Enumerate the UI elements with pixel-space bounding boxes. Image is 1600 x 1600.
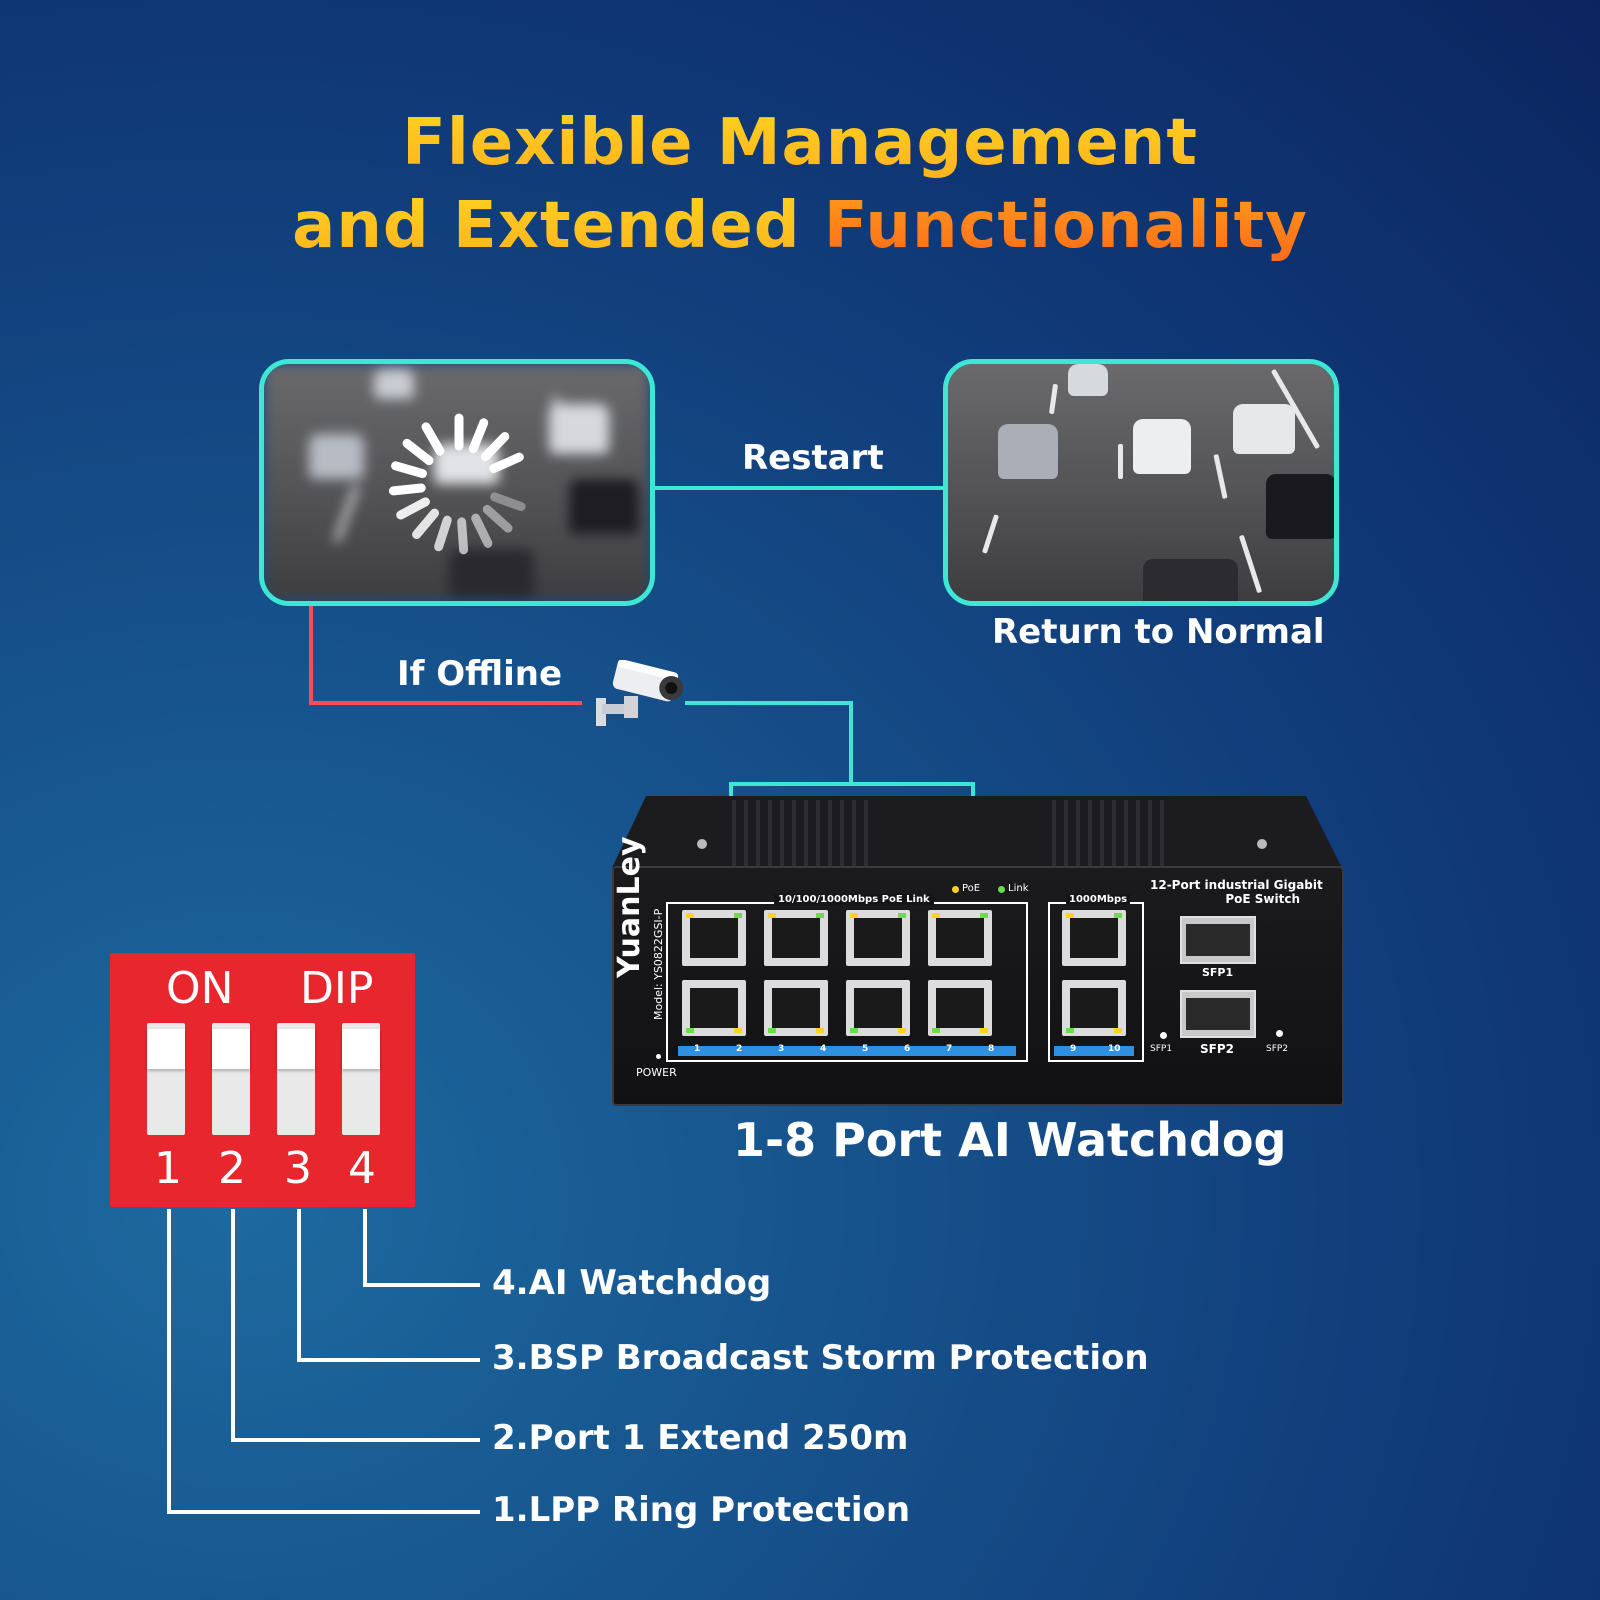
port-number-strip	[678, 1046, 1016, 1056]
ethernet-port-7[interactable]	[928, 910, 992, 966]
model-text: Model: YS0822GSI-P	[652, 908, 665, 1020]
sfp1-port[interactable]	[1180, 916, 1256, 964]
switch-front-panel: YuanLey Model: YS0822GSI-P POWER 10/100/…	[612, 836, 1344, 1106]
dip-number-1: 1	[154, 1143, 182, 1194]
title-text-2a: and Extended	[292, 189, 801, 263]
product-name-line1: 12-Port industrial Gigabit	[1150, 878, 1323, 892]
dip-switch: ON DIP 1 2 3 4	[110, 953, 415, 1207]
port-number-1: 1	[694, 1044, 701, 1054]
sfp1-led-label: SFP1	[1150, 1044, 1173, 1054]
ethernet-port-8[interactable]	[928, 980, 992, 1036]
port-number-10: 10	[1108, 1044, 1121, 1054]
dip-toggle-3[interactable]	[277, 1023, 315, 1135]
security-camera-icon	[596, 660, 684, 726]
dip-number-2: 2	[218, 1143, 246, 1194]
port-number-8: 8	[988, 1044, 995, 1054]
dip-number-4: 4	[348, 1143, 376, 1194]
sfp2-led-label: SFP2	[1266, 1044, 1289, 1054]
link-led-label: Link	[1008, 883, 1029, 894]
watchdog-label: 1-8 Port AI Watchdog	[733, 1113, 1287, 1167]
port-number-3: 3	[778, 1044, 785, 1054]
sfp2-port[interactable]	[1180, 990, 1256, 1038]
product-name-line2: PoE Switch	[1225, 892, 1300, 906]
feature-ring-protection: 1.LPP Ring Protection	[492, 1490, 911, 1530]
poe-led-label: PoE	[962, 883, 981, 894]
port-number-5: 5	[862, 1044, 869, 1054]
ethernet-port-6[interactable]	[846, 980, 910, 1036]
ethernet-port-3[interactable]	[764, 910, 828, 966]
dip-on-label: ON	[166, 963, 234, 1014]
brand-logo: YuanLey	[612, 836, 647, 978]
dip-label: DIP	[300, 963, 374, 1014]
ethernet-port-10[interactable]	[1062, 980, 1126, 1036]
port-number-9: 9	[1070, 1044, 1077, 1054]
poe-group-label: 10/100/1000Mbps PoE Link	[774, 894, 934, 905]
dip-toggle-2[interactable]	[212, 1023, 250, 1135]
port-number-2: 2	[736, 1044, 743, 1054]
road-image	[948, 364, 1334, 601]
power-led	[656, 1054, 661, 1059]
feature-broadcast-storm: 3.BSP Broadcast Storm Protection	[492, 1338, 1149, 1378]
sfp2-label: SFP2	[1200, 1042, 1234, 1056]
ethernet-port-9[interactable]	[1062, 910, 1126, 966]
ethernet-port-2[interactable]	[682, 980, 746, 1036]
restart-label: Restart	[742, 438, 884, 478]
dip-toggle-4[interactable]	[342, 1023, 380, 1135]
ethernet-port-1[interactable]	[682, 910, 746, 966]
title-text-1: Flexible Management	[402, 106, 1198, 180]
loading-spinner-icon	[388, 413, 526, 555]
title-text-2b: Functionality	[823, 189, 1308, 263]
port-number-4: 4	[820, 1044, 827, 1054]
dip-number-3: 3	[284, 1143, 312, 1194]
ethernet-port-5[interactable]	[846, 910, 910, 966]
title-line-2: and Extended Functionality	[0, 186, 1600, 266]
offline-camera-view	[259, 359, 655, 606]
switch-heatsink	[612, 796, 1342, 868]
if-offline-label: If Offline	[397, 654, 563, 694]
port-number-7: 7	[946, 1044, 953, 1054]
feature-port-extend: 2.Port 1 Extend 250m	[492, 1418, 909, 1458]
power-label: POWER	[636, 1066, 677, 1079]
ethernet-port-4[interactable]	[764, 980, 828, 1036]
feature-ai-watchdog: 4.AI Watchdog	[492, 1263, 772, 1303]
sfp1-label: SFP1	[1202, 966, 1234, 979]
normal-camera-view	[943, 359, 1339, 606]
return-to-normal-label: Return to Normal	[992, 612, 1325, 652]
dip-toggle-1[interactable]	[147, 1023, 185, 1135]
uplink-group-label: 1000Mbps	[1066, 894, 1131, 905]
blurred-road-image	[264, 364, 650, 601]
title-line-1: Flexible Management	[0, 103, 1600, 183]
port-number-6: 6	[904, 1044, 911, 1054]
